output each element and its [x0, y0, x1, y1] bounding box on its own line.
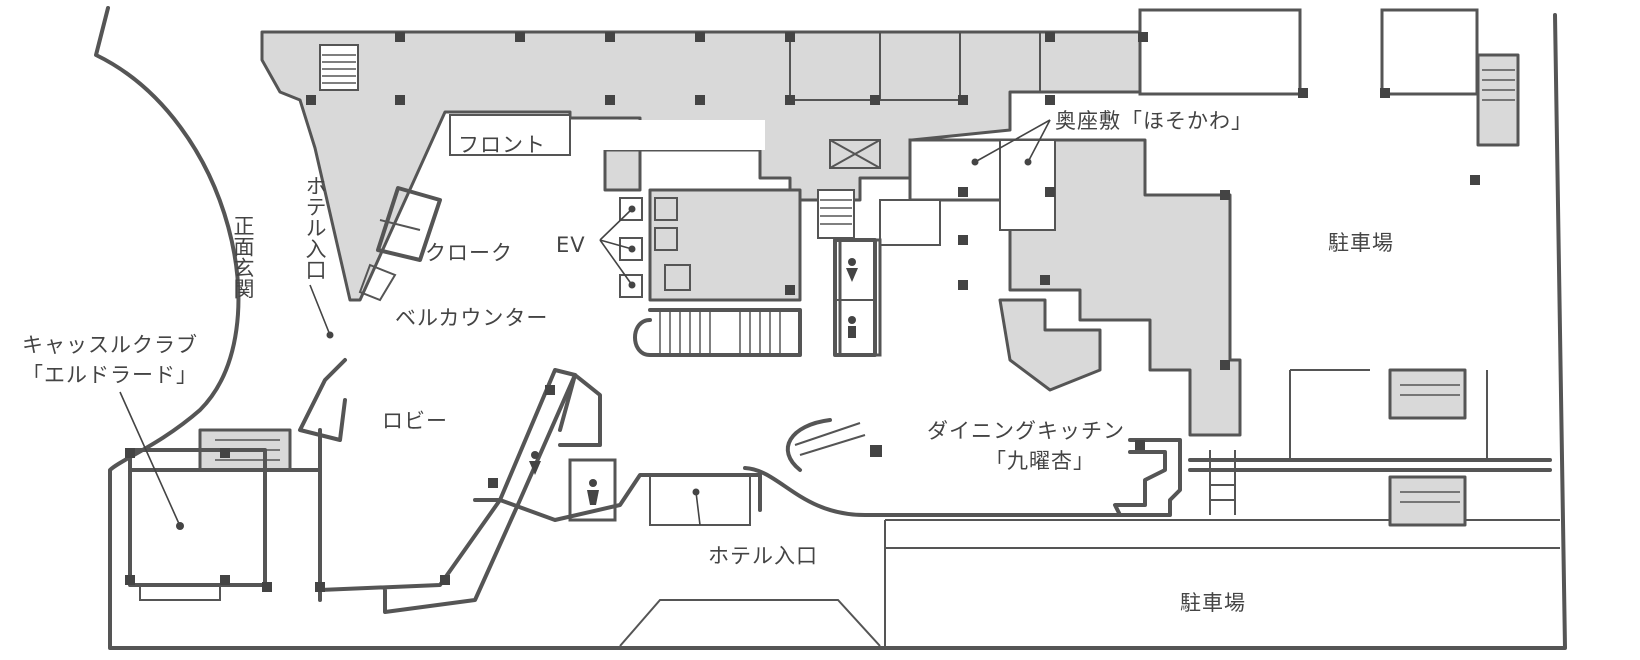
main-entrance-label: 正面玄関 [231, 215, 255, 299]
restroom-female-icon [587, 316, 856, 505]
structure-walls [128, 32, 1552, 614]
dining-label-2: 「九曜杏」 [985, 449, 1095, 473]
hotel-entrance-side-label: ホテル入口 [303, 175, 327, 280]
lobby-label: ロビー [382, 409, 448, 433]
parking-east-label: 駐車場 [1328, 231, 1394, 255]
castle-club-label-1: キャッスルクラブ [22, 333, 198, 357]
ev-label: EV [556, 233, 586, 257]
shaded-areas [198, 30, 1520, 527]
stairs-icon [215, 44, 1515, 503]
private-room-label: 奥座敷「ほそかわ」 [1055, 109, 1253, 133]
bell-counter-label: ベルカウンター [395, 306, 548, 330]
restroom-male-icon [529, 258, 858, 475]
cloak-label: クローク [425, 241, 513, 265]
hotel-entrance-front-label: ホテル入口 [708, 544, 818, 568]
castle-club-label-2: 「エルドラード」 [22, 363, 198, 387]
pillars [125, 32, 1480, 592]
leaders [119, 119, 1051, 530]
parking-south-label: 駐車場 [1180, 591, 1246, 615]
front-desk-label: フロント [458, 133, 546, 157]
white-rooms [449, 8, 1479, 522]
dining-label-1: ダイニングキッチン [927, 419, 1125, 443]
